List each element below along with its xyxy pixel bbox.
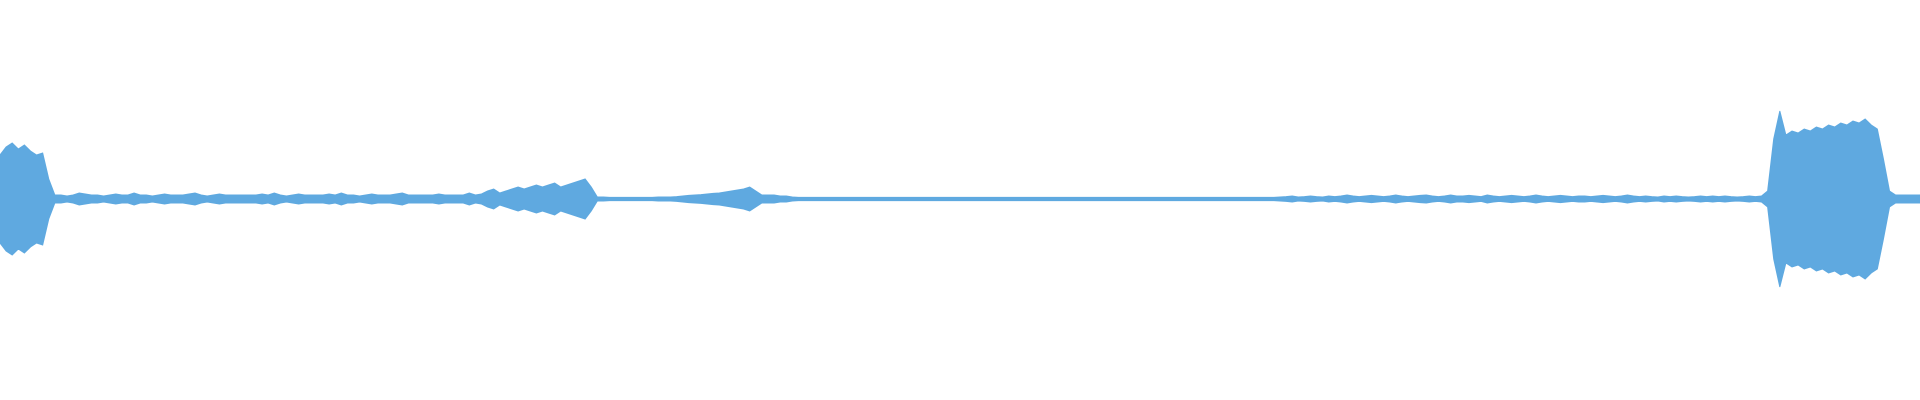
- waveform-shape: [0, 110, 1920, 288]
